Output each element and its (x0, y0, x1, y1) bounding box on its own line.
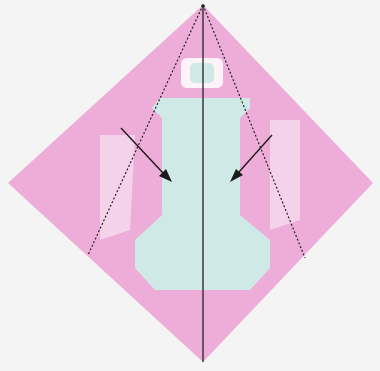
figure-head-inner (190, 63, 214, 83)
left-light-band (100, 135, 135, 240)
apex-point (201, 4, 205, 8)
right-light-band (270, 120, 300, 230)
